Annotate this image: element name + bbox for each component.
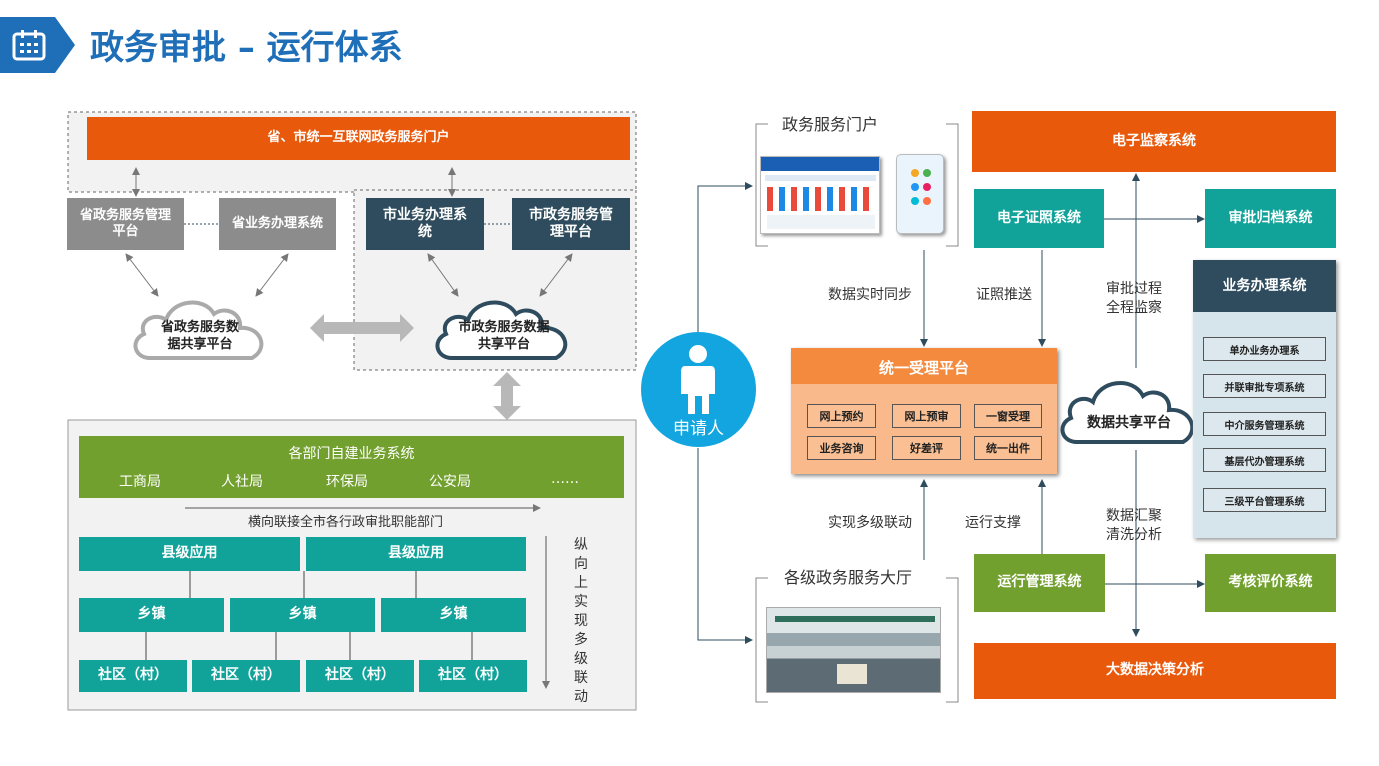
dept-systems-title: 各部门自建业务系统 bbox=[288, 446, 415, 462]
biz-item-1: 并联审批专项系统 bbox=[1203, 374, 1326, 398]
person-icon bbox=[681, 345, 715, 414]
biz-system-title-bar bbox=[1193, 260, 1336, 312]
city-cloud: 市政务服务数据共享平台 bbox=[430, 292, 578, 364]
biz-item-4: 三级平台管理系统 bbox=[1203, 488, 1326, 512]
ops-mgmt-box: 运行管理系统 bbox=[974, 554, 1105, 612]
biz-system-title: 业务办理系统 bbox=[1222, 278, 1307, 294]
unified-title-bar bbox=[791, 348, 1057, 384]
province-mgmt-box: 省政务服务管理平台 bbox=[67, 198, 184, 250]
county-app-2: 县级应用 bbox=[306, 537, 526, 571]
dept-4: …… bbox=[551, 471, 579, 487]
town-1: 乡镇 bbox=[79, 598, 224, 632]
biz-item-0: 单办业务办理系 bbox=[1203, 337, 1326, 361]
cloud-icon bbox=[133, 300, 264, 360]
village-2: 社区（村） bbox=[192, 660, 300, 692]
horizontal-link-note: 横向联接全市各行政审批职能部门 bbox=[248, 515, 444, 530]
cloud-icon bbox=[435, 300, 568, 360]
page-title: 政务审批 – 运行体系 bbox=[90, 28, 403, 68]
calendar-icon bbox=[12, 29, 46, 61]
dept-systems-box: 各部门自建业务系统 工商局 人社局 环保局 公安局 …… bbox=[79, 436, 624, 498]
dept-0: 工商局 bbox=[119, 474, 161, 490]
e-cert-box: 电子证照系统 bbox=[974, 189, 1104, 248]
town-3: 乡镇 bbox=[381, 598, 526, 632]
unified-title: 统一受理平台 bbox=[878, 359, 969, 377]
village-1: 社区（村） bbox=[79, 660, 187, 692]
unified-item-2: 一窗受理 bbox=[974, 404, 1042, 428]
village-4: 社区（村） bbox=[419, 660, 527, 692]
city-biz-box: 市业务办理系统 bbox=[366, 198, 484, 250]
unified-item-0: 网上预约 bbox=[807, 404, 876, 428]
portal-label: 政务服务门户 bbox=[780, 115, 881, 136]
dept-2: 环保局 bbox=[326, 474, 368, 490]
biz-item-3: 基层代办管理系统 bbox=[1203, 448, 1326, 472]
dept-1: 人社局 bbox=[221, 474, 263, 490]
eval-box: 考核评价系统 bbox=[1205, 554, 1336, 612]
portal-mobile-screenshot bbox=[896, 154, 944, 234]
county-app-1: 县级应用 bbox=[79, 537, 300, 571]
e-monitor-box: 电子监察系统 bbox=[972, 111, 1336, 172]
hall-photo bbox=[766, 607, 941, 693]
edge-sync-label: 数据实时同步 bbox=[828, 287, 912, 303]
biz-item-2: 中介服务管理系统 bbox=[1203, 412, 1326, 436]
town-2: 乡镇 bbox=[230, 598, 375, 632]
unified-portal-box: 省、市统一互联网政务服务门户 bbox=[87, 117, 630, 160]
province-biz-box: 省业务办理系统 bbox=[219, 198, 336, 250]
edge-cert-push-label: 证照推送 bbox=[976, 287, 1032, 303]
data-sharing-cloud: 数据共享平台 bbox=[1055, 370, 1203, 450]
applicant-label: 申请人 bbox=[673, 419, 724, 439]
unified-item-4: 好差评 bbox=[892, 436, 961, 460]
village-3: 社区（村） bbox=[306, 660, 414, 692]
vertical-link-note: 纵向上实现多级联动 bbox=[574, 537, 588, 705]
portal-web-screenshot bbox=[760, 156, 880, 234]
edge-multilevel-label: 实现多级联动 bbox=[828, 515, 912, 531]
cloud-icon bbox=[1060, 381, 1195, 444]
data-cloud-label: 数据共享平台 bbox=[1087, 415, 1171, 431]
edge-support-label: 运行支撑 bbox=[965, 515, 1021, 531]
applicant-circle: 申请人 bbox=[641, 332, 756, 447]
edge-supervise-label: 审批过程全程监察 bbox=[1106, 281, 1162, 316]
dept-3: 公安局 bbox=[429, 474, 471, 490]
bigdata-box: 大数据决策分析 bbox=[974, 643, 1336, 699]
header-badge bbox=[0, 17, 75, 73]
archive-box: 审批归档系统 bbox=[1205, 189, 1336, 248]
unified-item-5: 统一出件 bbox=[974, 436, 1042, 460]
province-cloud: 省政务服务数据共享平台 bbox=[128, 292, 272, 364]
province-cloud-label: 省政务服务数据共享平台 bbox=[160, 320, 239, 352]
unified-item-1: 网上预审 bbox=[892, 404, 961, 428]
city-cloud-label: 市政务服务数据共享平台 bbox=[458, 320, 550, 352]
edge-aggregate-label: 数据汇聚清洗分析 bbox=[1106, 508, 1162, 543]
city-mgmt-box: 市政务服务管理平台 bbox=[512, 198, 630, 250]
hall-label: 各级政务服务大厅 bbox=[782, 568, 915, 589]
unified-item-3: 业务咨询 bbox=[807, 436, 876, 460]
